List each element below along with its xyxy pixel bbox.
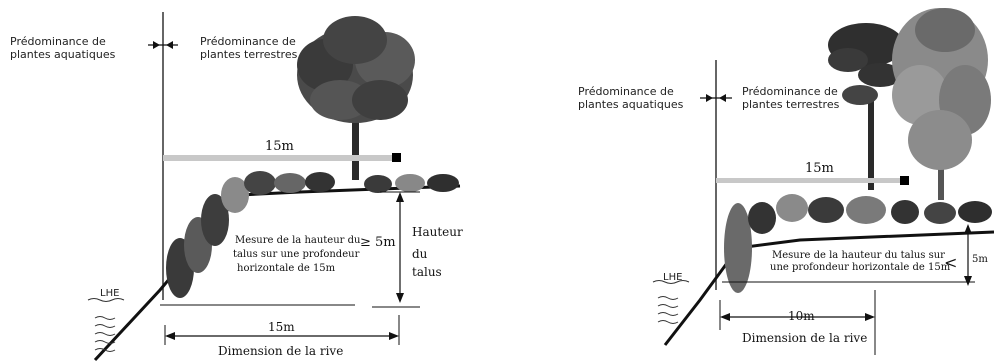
right-aquatic-label-line2: plantes aquatiques <box>578 98 684 111</box>
right-bottom-caption: Dimension de la rive <box>742 331 867 345</box>
left-bottom-dimension-arrow <box>164 315 400 345</box>
left-water-level-label: LHE <box>100 288 119 299</box>
right-light-tree <box>892 8 991 200</box>
left-top-measure: 15m <box>265 139 294 154</box>
left-terrestrial-label-line2: plantes terrestres <box>200 48 298 61</box>
left-height-label-line3: talus <box>412 265 442 279</box>
right-comparison: < <box>944 253 957 272</box>
left-terrestrial-label-line1: Prédominance de <box>200 35 296 48</box>
left-top-measure-bar <box>163 155 400 161</box>
left-boundary-arrows <box>148 41 178 49</box>
right-height-value: 5m <box>972 254 988 265</box>
left-large-tree <box>297 16 415 180</box>
left-height-label-line2: du <box>412 247 428 261</box>
right-panel: Prédominance de plantes aquatiques Prédo… <box>578 8 994 355</box>
left-aquatic-label-line2: plantes aquatiques <box>10 48 116 61</box>
right-measure-marker <box>900 176 909 185</box>
left-measure-text-line3: horizontale de 15m <box>237 263 336 274</box>
left-measure-text-line1: Mesure de la hauteur du <box>235 235 361 246</box>
left-water-lines <box>87 298 125 352</box>
left-measure-marker <box>392 153 401 162</box>
right-water-lines <box>652 280 690 324</box>
right-bottom-dimension-arrow <box>719 290 876 355</box>
left-bank <box>93 171 461 362</box>
right-height-arrow <box>964 224 972 286</box>
right-terrestrial-label-line2: plantes terrestres <box>742 98 840 111</box>
left-height-arrow <box>380 191 420 303</box>
right-aquatic-label-line1: Prédominance de <box>578 85 674 98</box>
right-measure-text-line1: Mesure de la hauteur du talus sur <box>772 250 945 261</box>
left-bottom-measure: 15m <box>268 320 295 334</box>
right-water-level-label: LHE <box>663 272 682 283</box>
left-aquatic-label-line1: Prédominance de <box>10 35 106 48</box>
right-measure-text-line2: une profondeur horizontale de 15m <box>770 262 951 273</box>
left-panel: Prédominance de plantes aquatiques Prédo… <box>10 12 463 362</box>
right-bottom-measure: 10m <box>788 309 815 323</box>
left-measure-text-line2: talus sur une profondeur <box>233 249 360 260</box>
right-terrestrial-label-line1: Prédominance de <box>742 85 838 98</box>
right-top-measure: 15m <box>805 161 834 176</box>
right-boundary-arrows <box>700 94 732 102</box>
right-dark-tree <box>828 23 904 190</box>
left-comparison: ≥ 5m <box>360 235 396 250</box>
right-bank <box>663 194 994 346</box>
right-top-measure-bar <box>716 178 906 183</box>
left-height-label-line1: Hauteur <box>412 225 463 239</box>
left-bottom-caption: Dimension de la rive <box>218 344 343 358</box>
